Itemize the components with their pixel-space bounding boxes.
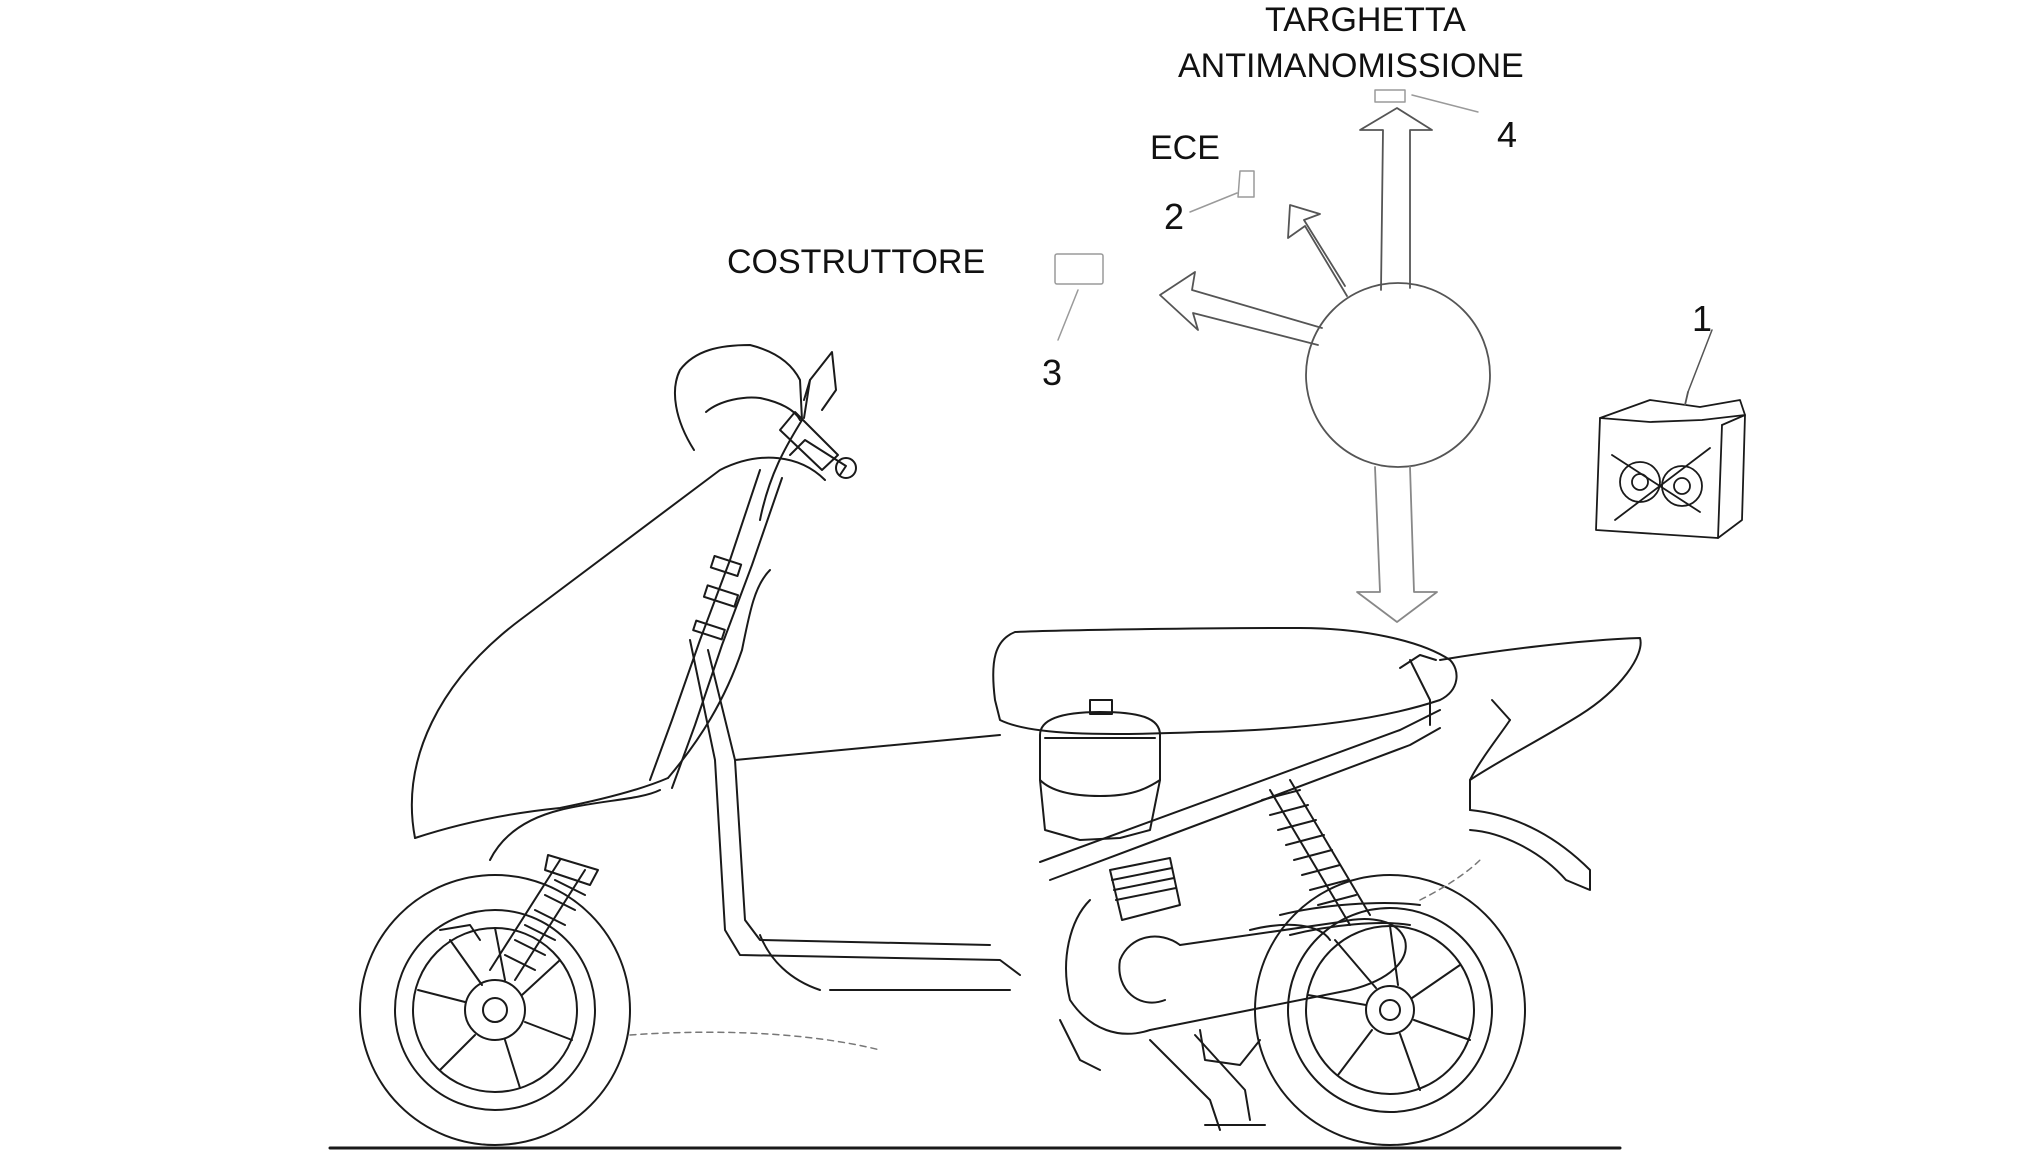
plate-costruttore [1054, 253, 1104, 341]
callout-3: 3 [1042, 352, 1063, 393]
battery-box [1039, 699, 1161, 841]
center-stand [1149, 1034, 1266, 1131]
plate-antimanomissione [1374, 89, 1479, 113]
engine [1059, 857, 1407, 1071]
sticker-kit-drawing [1595, 329, 1746, 539]
underbody-lines [629, 859, 1481, 1051]
rear-wheel [1254, 874, 1526, 1146]
front-wheel [359, 874, 631, 1146]
front-shield [410, 456, 826, 839]
plate-ece [1189, 170, 1255, 213]
label-ece: ECE [1150, 129, 1220, 167]
detail-circle-group [1159, 107, 1491, 623]
exhaust [1279, 902, 1421, 936]
steering-column [649, 469, 783, 789]
detail-circle [1305, 282, 1491, 468]
rear-shock [1261, 779, 1371, 926]
rear-body [1399, 637, 1642, 891]
label-costruttore: COSTRUTTORE [727, 243, 986, 281]
label-antimanomissione: ANTIMANOMISSIONE [1178, 47, 1524, 85]
seat [992, 627, 1458, 735]
handlebar-assembly [674, 344, 857, 521]
callout-1: 1 [1692, 298, 1713, 339]
label-targhetta: TARGHETTA [1265, 1, 1466, 39]
frame-tubes [489, 639, 1441, 991]
callout-4: 4 [1497, 114, 1518, 155]
callout-2: 2 [1164, 196, 1185, 237]
